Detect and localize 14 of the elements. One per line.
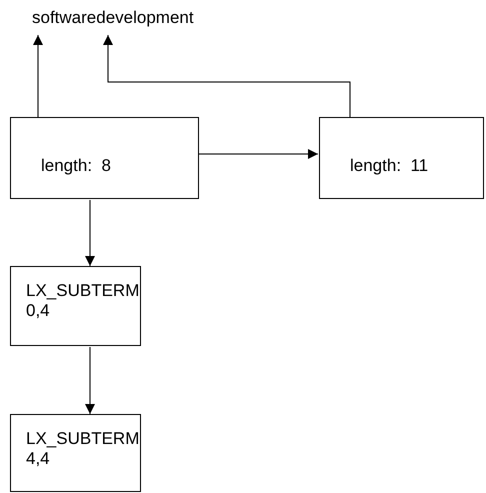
arrow — [85, 200, 95, 266]
arrow — [85, 346, 95, 414]
process-box — [319, 117, 484, 199]
process-box — [10, 117, 199, 199]
process-box — [10, 266, 141, 346]
arrow — [33, 34, 43, 118]
node-text: LX_SUBTERM 0,4 — [26, 281, 136, 321]
node-text: length: 8 — [41, 156, 111, 176]
node-text: LX_SUBTERM 4,4 — [26, 429, 136, 469]
node-text: length: 11 — [350, 156, 428, 176]
arrow — [103, 34, 350, 118]
node-text: softwaredevelopment — [32, 8, 194, 28]
arrow — [198, 149, 318, 159]
process-box — [10, 414, 141, 492]
